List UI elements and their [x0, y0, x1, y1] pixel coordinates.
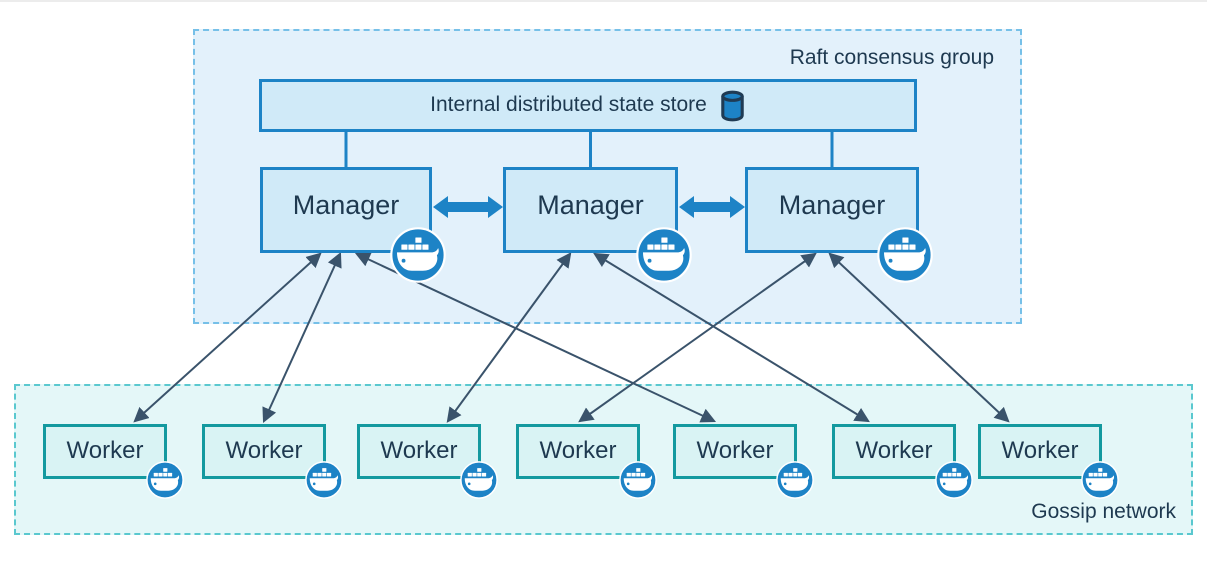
manager-label: Manager [537, 189, 644, 220]
worker-node: Worker [832, 424, 956, 479]
manager-worker-edge [262, 251, 342, 424]
store-manager-connectors [344, 132, 834, 169]
worker-label: Worker [66, 436, 144, 464]
docker-whale-icon [146, 461, 184, 499]
database-cylinder-icon [719, 90, 746, 122]
docker-whale-icon [305, 461, 343, 499]
docker-whale-icon [776, 461, 814, 499]
manager-label: Manager [292, 189, 400, 220]
docker-whale-icon [877, 227, 933, 283]
worker-node: Worker [43, 424, 167, 479]
manager-worker-edge [446, 252, 572, 423]
worker-label: Worker [539, 436, 617, 464]
docker-whale-icon [935, 461, 973, 499]
worker-label: Worker [225, 436, 303, 464]
worker-label: Worker [696, 436, 774, 464]
worker-node: Worker [357, 424, 481, 479]
manager-peer-double-arrow [433, 196, 503, 218]
manager-peer-arrows [433, 196, 745, 218]
docker-whale-icon [460, 461, 498, 499]
worker-label: Worker [380, 436, 458, 464]
manager-label: Manager [778, 189, 886, 220]
worker-label: Worker [855, 436, 933, 464]
state-store-box: Internal distributed state store [259, 79, 917, 132]
docker-whale-icon [636, 227, 692, 283]
worker-node: Worker [673, 424, 797, 479]
manager-peer-double-arrow [679, 196, 745, 218]
docker-whale-icon [1081, 461, 1119, 499]
docker-whale-icon [390, 227, 446, 283]
worker-node: Worker [978, 424, 1102, 479]
raft-group-label: Raft consensus group [789, 46, 994, 69]
manager-worker-edge [133, 252, 322, 423]
manager-node: Manager [745, 167, 919, 253]
state-store-label: Internal distributed state store [430, 92, 707, 116]
manager-worker-edge [578, 252, 817, 423]
worker-node: Worker [516, 424, 640, 479]
gossip-network-label: Gossip network [1031, 500, 1176, 523]
manager-worker-edge [828, 252, 1010, 423]
worker-label: Worker [1001, 436, 1079, 464]
docker-whale-icon [619, 461, 657, 499]
worker-node: Worker [202, 424, 326, 479]
